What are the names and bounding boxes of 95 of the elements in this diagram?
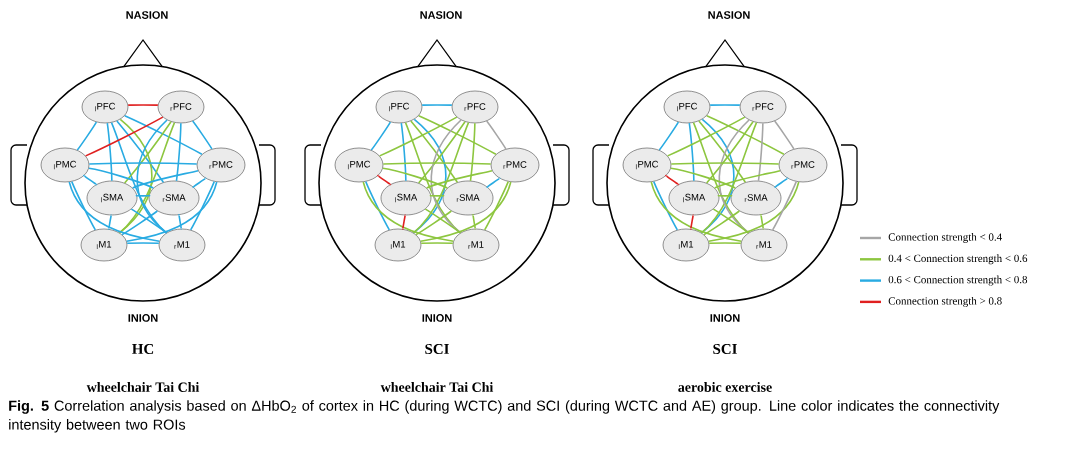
connection-line bbox=[175, 122, 182, 182]
connection-line bbox=[68, 181, 161, 243]
connection-line bbox=[707, 181, 800, 243]
connection-line bbox=[191, 120, 213, 150]
connection-line bbox=[84, 116, 164, 157]
connection-line bbox=[698, 120, 747, 184]
connection-line bbox=[178, 214, 183, 230]
connection-line bbox=[421, 104, 453, 106]
connection-line bbox=[652, 180, 679, 231]
connection-line bbox=[709, 104, 741, 106]
connection-line bbox=[400, 122, 407, 182]
connection-line bbox=[71, 180, 97, 231]
connection-line bbox=[88, 167, 155, 189]
landmark-label: INION bbox=[710, 314, 740, 322]
connection-line bbox=[118, 118, 153, 234]
figure-caption: Fig. 5 Correlation analysis based on ΔHbO$_{2}$ of cortex in HC (during WCTC) and SCI (during WCTC and AE) group. Line color indicates the connectivity intensity between two ROIs bbox=[9, 400, 1000, 433]
connection-line bbox=[429, 194, 445, 197]
legend-label: 0.4 < Connection strength < 0.6 bbox=[888, 254, 1028, 265]
landmark-label: INION bbox=[422, 314, 452, 322]
landmark-label: NASION bbox=[420, 11, 462, 19]
connection-line bbox=[658, 121, 680, 151]
connection-line bbox=[665, 174, 680, 186]
connection-line bbox=[425, 169, 493, 189]
connection-line bbox=[382, 167, 449, 189]
connection-line bbox=[121, 210, 159, 236]
connection-line bbox=[666, 116, 746, 157]
connection-line bbox=[364, 180, 391, 231]
connection-line bbox=[135, 194, 151, 197]
connection-line bbox=[670, 167, 737, 189]
connection-line bbox=[469, 122, 476, 182]
connection-line bbox=[382, 162, 492, 165]
group-label: SCI bbox=[425, 344, 449, 354]
connection-line bbox=[424, 208, 462, 234]
landmark-label: NASION bbox=[126, 11, 168, 19]
connection-line bbox=[123, 114, 203, 156]
connection-line bbox=[705, 120, 754, 184]
connection-line bbox=[717, 194, 733, 197]
connection-line bbox=[700, 121, 758, 234]
connection-line bbox=[106, 122, 113, 182]
connection-line bbox=[116, 120, 165, 184]
connection-line bbox=[472, 214, 477, 230]
connection-line bbox=[83, 174, 98, 186]
connection-line bbox=[670, 162, 780, 165]
connection-line bbox=[402, 214, 407, 230]
connection-line bbox=[415, 210, 453, 236]
connection-line bbox=[125, 181, 218, 243]
connection-line bbox=[713, 169, 781, 189]
connection-line bbox=[705, 114, 785, 156]
connection-line bbox=[88, 162, 198, 165]
connection-line bbox=[370, 121, 392, 151]
legend-label: Connection strength > 0.8 bbox=[888, 296, 1002, 307]
condition-label: wheelchair Tai Chi bbox=[86, 382, 200, 392]
condition-label: aerobic exercise bbox=[678, 382, 772, 392]
connection-line bbox=[419, 181, 512, 243]
connection-line bbox=[192, 177, 207, 188]
connection-line bbox=[123, 120, 172, 184]
connection-line bbox=[483, 180, 510, 231]
connection-line bbox=[131, 169, 199, 189]
connection-line bbox=[130, 208, 168, 234]
legend-label: Connection strength < 0.4 bbox=[888, 233, 1002, 243]
connection-line bbox=[774, 177, 789, 188]
connection-line bbox=[712, 208, 750, 234]
connection-line bbox=[703, 210, 741, 236]
landmark-label: INION bbox=[128, 314, 158, 322]
connection-line bbox=[76, 121, 98, 151]
connection-line bbox=[108, 214, 113, 230]
connection-line bbox=[771, 180, 798, 231]
connection-line bbox=[773, 120, 795, 150]
connection-line bbox=[700, 118, 735, 234]
connection-line bbox=[760, 214, 765, 230]
connection-line bbox=[688, 122, 695, 182]
landmark-label: NASION bbox=[708, 11, 750, 19]
connection-line bbox=[189, 180, 216, 231]
legend-label: 0.6 < Connection strength < 0.8 bbox=[888, 275, 1028, 286]
connection-line bbox=[650, 181, 743, 243]
connection-line bbox=[757, 122, 764, 182]
connection-line bbox=[126, 242, 160, 244]
connection-line bbox=[127, 104, 159, 106]
connection-line bbox=[417, 114, 497, 156]
connection-line bbox=[378, 116, 458, 157]
condition-label: wheelchair Tai Chi bbox=[380, 382, 494, 392]
group-label: HC bbox=[132, 344, 154, 354]
connection-line bbox=[486, 177, 501, 188]
connection-line bbox=[412, 118, 447, 234]
group-label: SCI bbox=[713, 344, 737, 354]
connection-line bbox=[377, 174, 392, 186]
connection-line bbox=[118, 121, 176, 234]
connection-line bbox=[410, 120, 459, 184]
connection-line bbox=[420, 242, 454, 244]
connection-line bbox=[362, 181, 455, 243]
connection-line bbox=[417, 120, 466, 184]
connection-line bbox=[708, 242, 742, 244]
connection-line bbox=[485, 120, 507, 150]
connection-line bbox=[690, 214, 695, 230]
connection-line bbox=[412, 121, 470, 234]
